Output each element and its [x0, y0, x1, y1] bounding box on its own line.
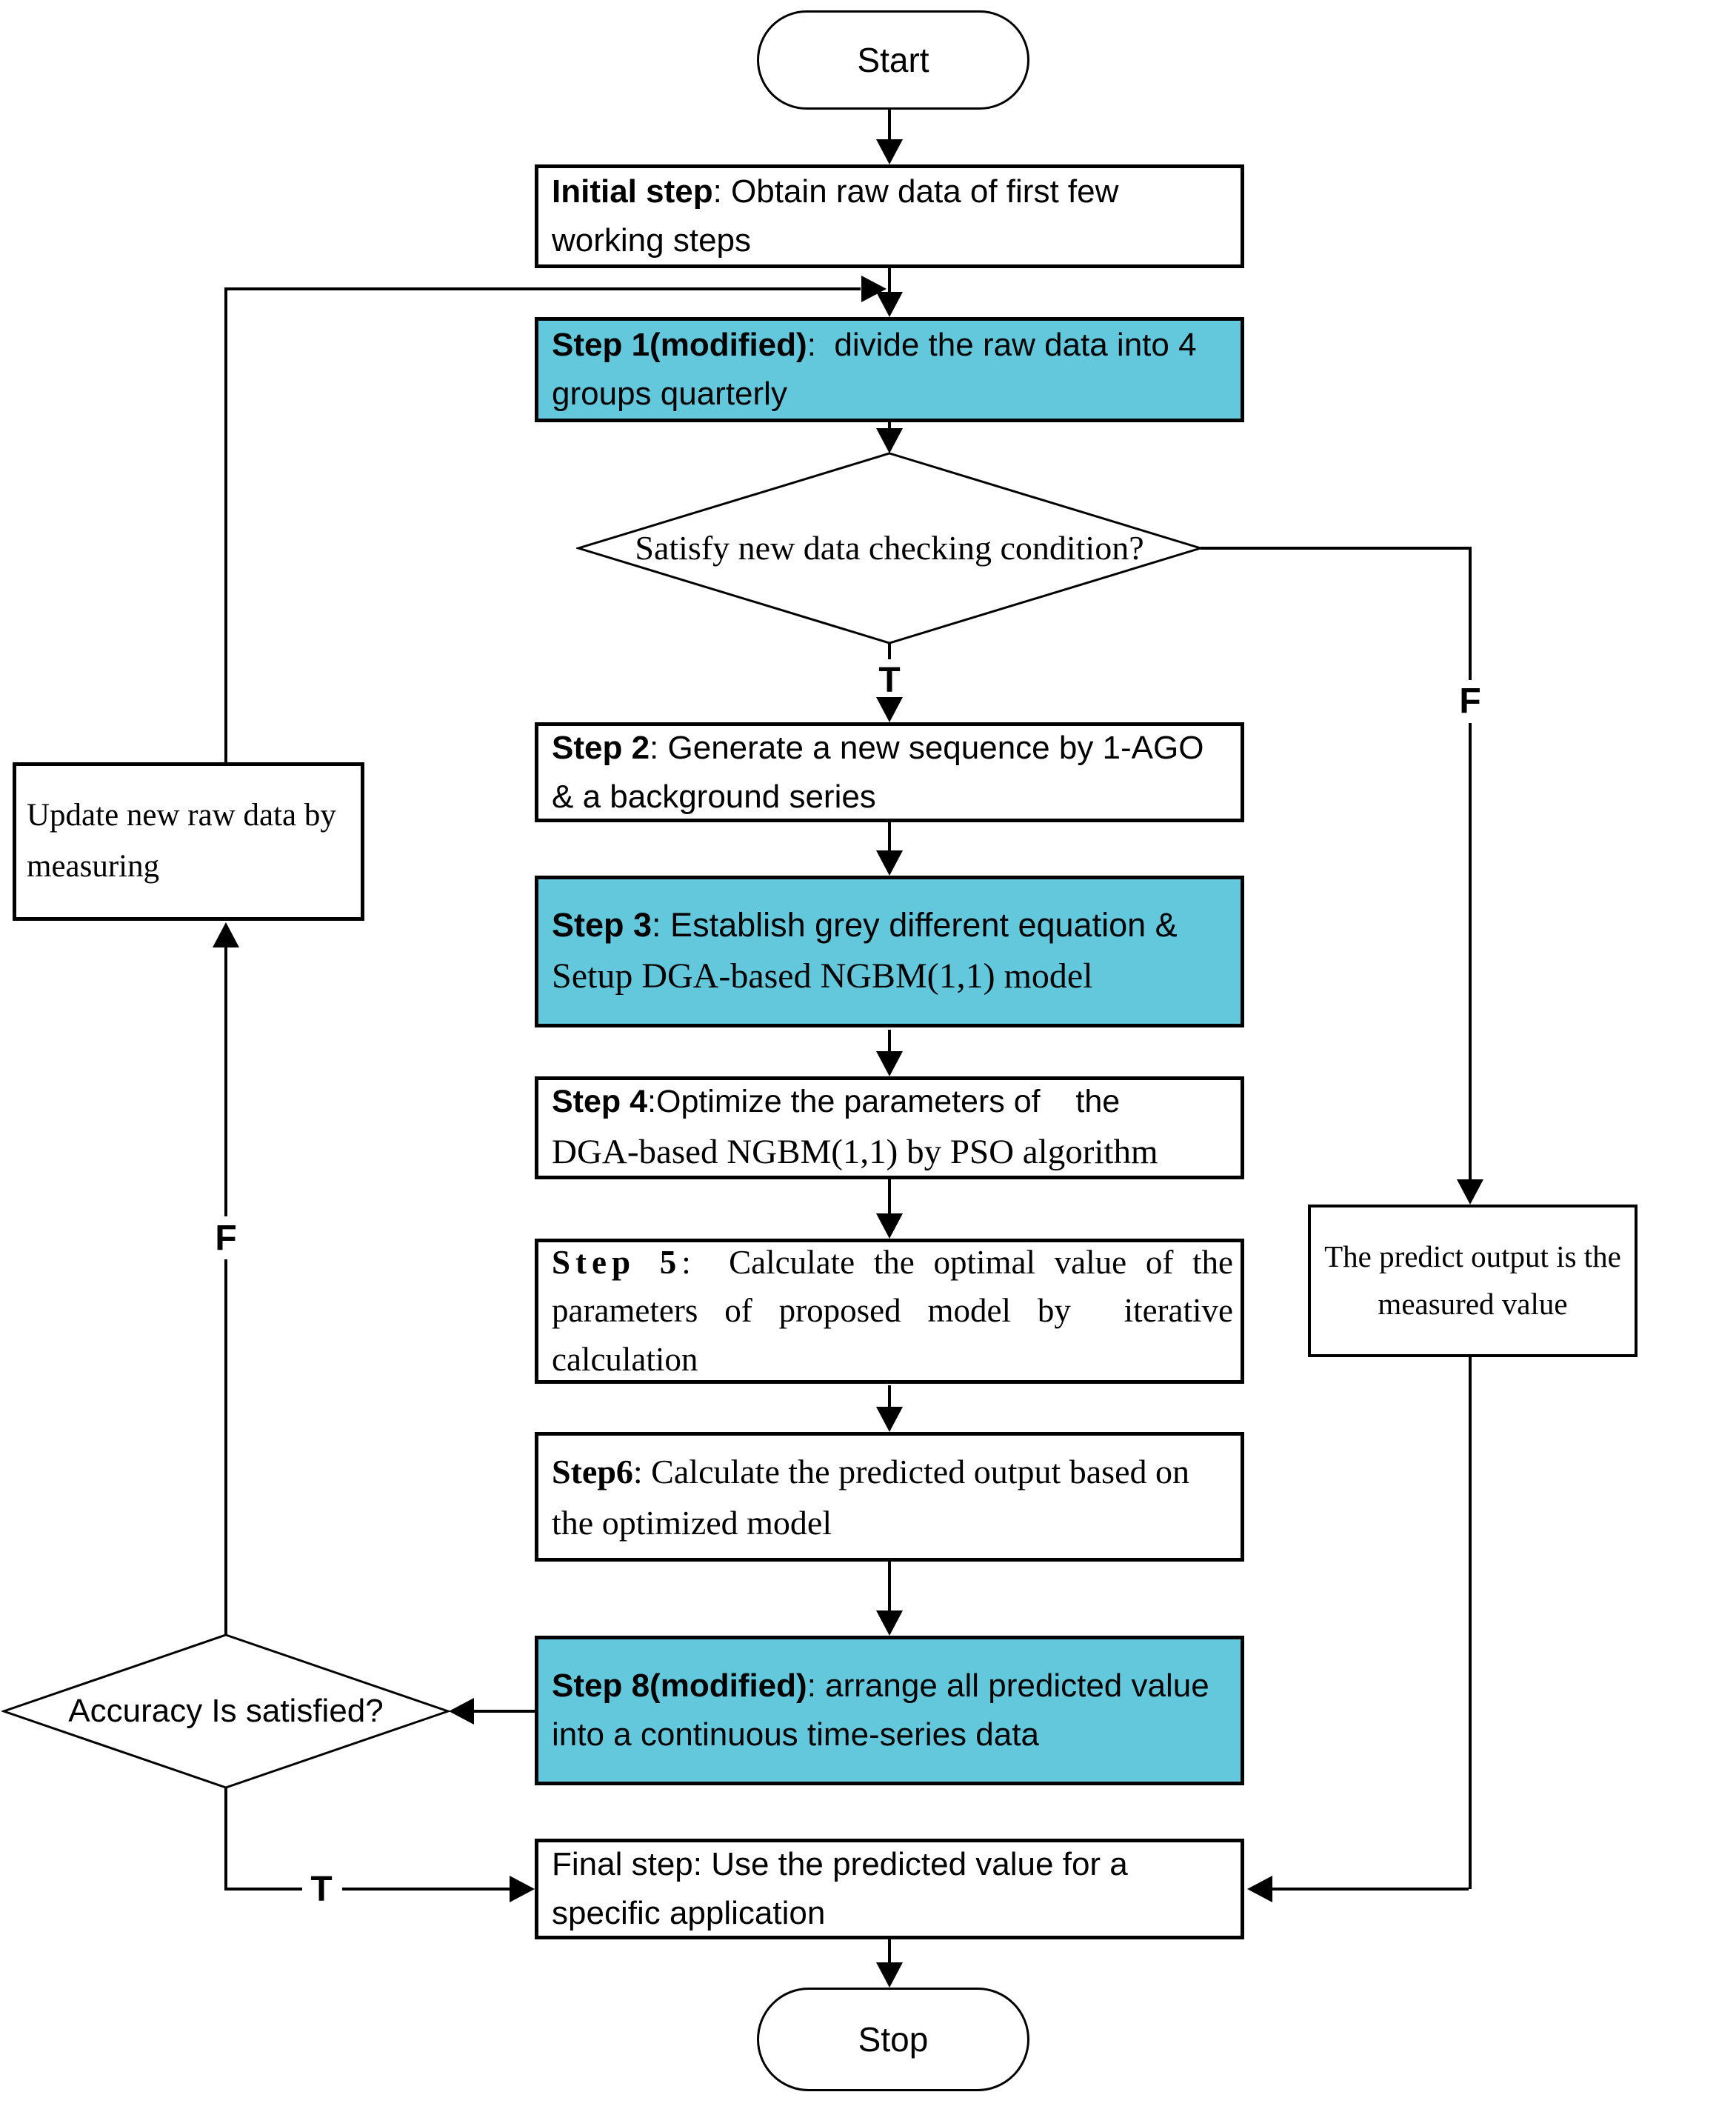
connector-predict-down [1469, 1357, 1472, 1889]
arrowhead-loop-reentry [861, 276, 887, 302]
update-raw-data-box: Update new raw data by measuring [13, 762, 364, 921]
connector-step3-step4 [888, 1030, 891, 1052]
step4-line1: Step 4:Optimize the parameters of the [552, 1078, 1233, 1126]
step4-title: Step 4 [552, 1084, 648, 1119]
step8-text: : arrange all predicted value into a con… [552, 1668, 1218, 1753]
step4-line2: DGA-based NGBM(1,1) by PSO algorithm [552, 1132, 1158, 1171]
initial-step-title: Initial step [552, 173, 713, 210]
step1-title: Step 1(modified) [552, 327, 807, 363]
step3-line1: Step 3: Establish grey different equatio… [552, 900, 1233, 950]
initial-step-box: Initial step: Obtain raw data of first f… [535, 164, 1244, 268]
update-raw-data-text: Update new raw data by measuring [27, 798, 336, 884]
start-node: Start [757, 10, 1029, 110]
step1-text: : divide the raw data into 4 groups quar… [552, 327, 1206, 412]
new-data-decision-text: Satisfy new data checking condition? [635, 528, 1144, 567]
connector-step8-accuracy [474, 1710, 535, 1713]
stop-label: Stop [858, 2020, 929, 2059]
connector-decision-right [1201, 547, 1472, 550]
arrowhead-into-update [213, 922, 239, 947]
step5-box: Step 5: Calculate the optimal value of t… [535, 1239, 1244, 1384]
connector-step5-step6 [888, 1385, 891, 1408]
step1-box: Step 1(modified): divide the raw data in… [535, 317, 1244, 422]
arrowhead-into-accuracy [449, 1698, 474, 1725]
step8-title: Step 8(modified) [552, 1668, 807, 1704]
arrowhead-into-step2 [876, 697, 903, 722]
final-step-box: Final step: Use the predicted value for … [535, 1839, 1244, 1939]
false-new-data-label: F [1452, 680, 1488, 722]
connector-step6-step8 [888, 1562, 891, 1612]
connector-step1-decision [888, 422, 891, 431]
accuracy-decision-text: Accuracy Is satisfied? [68, 1693, 384, 1729]
step2-text: : Generate a new sequence by 1-AGO & a b… [552, 729, 1213, 815]
predict-output-box: The predict output is the measured value [1308, 1205, 1637, 1357]
step6-box: Step6: Calculate the predicted output ba… [535, 1432, 1244, 1562]
step5-text: : Calculate the optimal value of the par… [552, 1244, 1242, 1378]
connector-right-down-1 [1469, 547, 1472, 680]
connector-right-down-2 [1469, 723, 1472, 1179]
connector-predict-final [1271, 1888, 1469, 1891]
step2-title: Step 2 [552, 729, 650, 766]
arrowhead-into-stop [876, 1962, 903, 1988]
arrowhead-into-decision [876, 428, 903, 453]
step3-box: Step 3: Establish grey different equatio… [535, 876, 1244, 1027]
connector-accuracy-down [224, 1788, 227, 1891]
true-accuracy-label: T [304, 1868, 339, 1910]
step8-box: Step 8(modified): arrange all predicted … [535, 1636, 1244, 1785]
connector-accuracy-final-1 [224, 1888, 302, 1891]
initial-step-text: : Obtain raw data of first few working s… [552, 173, 1128, 259]
connector-accuracy-final-2 [342, 1888, 510, 1891]
arrowhead-into-step6 [876, 1407, 903, 1432]
arrowhead-into-final-right [1247, 1876, 1272, 1902]
arrowhead-into-step5 [876, 1213, 903, 1239]
step3-title: Step 3 [552, 905, 652, 944]
connector-loop-reentry [224, 287, 861, 290]
predict-output-text: The predict output is the measured value [1324, 1239, 1621, 1321]
connector-loop-to-update [224, 290, 227, 762]
step5-title: Step 5 [552, 1244, 682, 1282]
connector-step2-step3 [888, 822, 891, 852]
stop-node: Stop [757, 1988, 1029, 2091]
step6-text: : Calculate the predicted output based o… [552, 1452, 1198, 1542]
connector-final-stop [888, 1939, 891, 1964]
step3-line2: Setup DGA-based NGBM(1,1) model [552, 956, 1093, 996]
arrowhead-into-final-left [510, 1876, 535, 1902]
step2-box: Step 2: Generate a new sequence by 1-AGO… [535, 722, 1244, 822]
connector-decision-step2 [888, 643, 891, 661]
step6-title: Step6 [552, 1452, 633, 1490]
arrowhead-into-step3 [876, 850, 903, 876]
connector-start-initial [888, 110, 891, 142]
arrowhead-into-initial [876, 139, 903, 164]
final-step-text: Final step: Use the predicted value for … [552, 1846, 1128, 1931]
true-branch-label: T [872, 659, 907, 701]
connector-step4-step5 [888, 1179, 891, 1215]
arrowhead-into-step8 [876, 1610, 903, 1636]
step4-text: :Optimize the parameters of the [647, 1084, 1121, 1119]
step3-text: : Establish grey different equation & [652, 905, 1178, 944]
false-accuracy-label: F [208, 1216, 244, 1259]
start-label: Start [857, 41, 929, 79]
arrowhead-into-predict [1457, 1179, 1483, 1205]
connector-initial-step1 [888, 268, 891, 292]
step4-box: Step 4:Optimize the parameters of the DG… [535, 1076, 1244, 1179]
arrowhead-into-step4 [876, 1051, 903, 1076]
connector-accuracy-up-2 [224, 1259, 227, 1635]
connector-accuracy-up-1 [224, 946, 227, 1216]
